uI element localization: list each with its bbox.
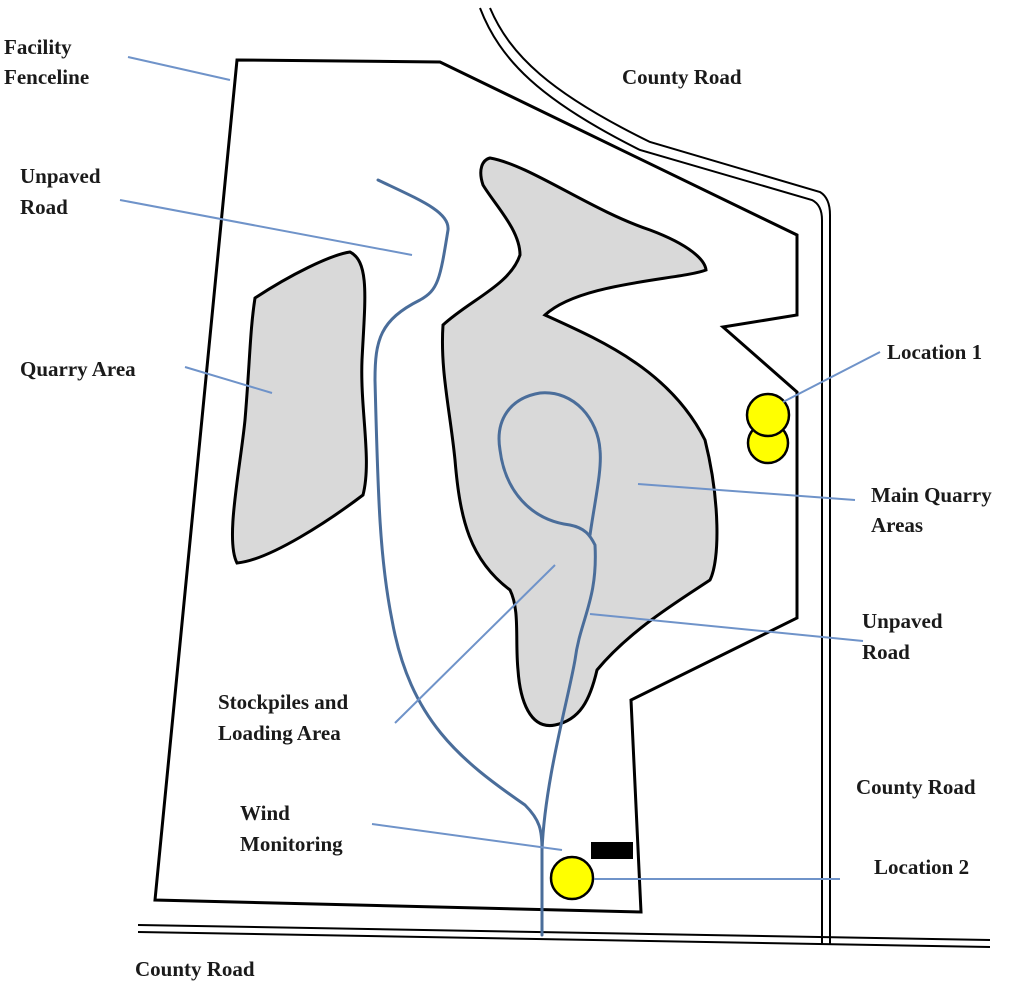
county-road-bottom [137,924,991,948]
location-2-label: Location 2 [874,855,969,879]
wind-monitoring-station [591,842,633,859]
county-road-right-label: County Road [856,775,976,799]
unpaved-road-right-label-line1: Unpaved [862,609,943,633]
unpaved-road-right-label: Unpaved Road [862,609,948,664]
unpaved-road-right-label-line2: Road [862,640,910,664]
unpaved-road-top-label: Unpaved Road [20,164,106,219]
county-road-top-right [479,7,831,945]
unpaved-road-top-label-line2: Road [20,195,68,219]
stockpiles-loading-label-line1: Stockpiles and [218,690,348,714]
facility-fenceline-label-line1: Facility [4,35,72,59]
main-quarry-areas-label: Main Quarry Areas [871,483,997,537]
wind-monitoring-label-line2: Monitoring [240,832,343,856]
facility-fenceline-label-line2: Fenceline [4,65,89,89]
quarry-area-label: Quarry Area [20,357,136,381]
county-road-bottom-label: County Road [135,957,255,981]
stockpiles-loading-label-line2: Loading Area [218,721,341,745]
stockpiles-loading-label: Stockpiles and Loading Area [218,690,353,745]
wind-monitoring-label-line1: Wind [240,801,290,825]
quarry-area-left [231,250,368,565]
location-2-marker [549,855,595,901]
main-quarry-areas-label-line2: Areas [871,513,923,537]
location-1-markers [745,392,791,465]
wind-monitoring-label: Wind Monitoring [240,801,343,856]
leader-lines [119,56,881,880]
main-quarry-areas [441,156,719,727]
location-1-label: Location 1 [887,340,982,364]
unpaved-road [373,178,602,937]
county-road-top-label: County Road [622,65,742,89]
unpaved-road-top-label-line1: Unpaved [20,164,101,188]
facility-fenceline-label: Facility Fenceline [4,35,89,89]
main-quarry-areas-label-line1: Main Quarry [871,483,992,507]
